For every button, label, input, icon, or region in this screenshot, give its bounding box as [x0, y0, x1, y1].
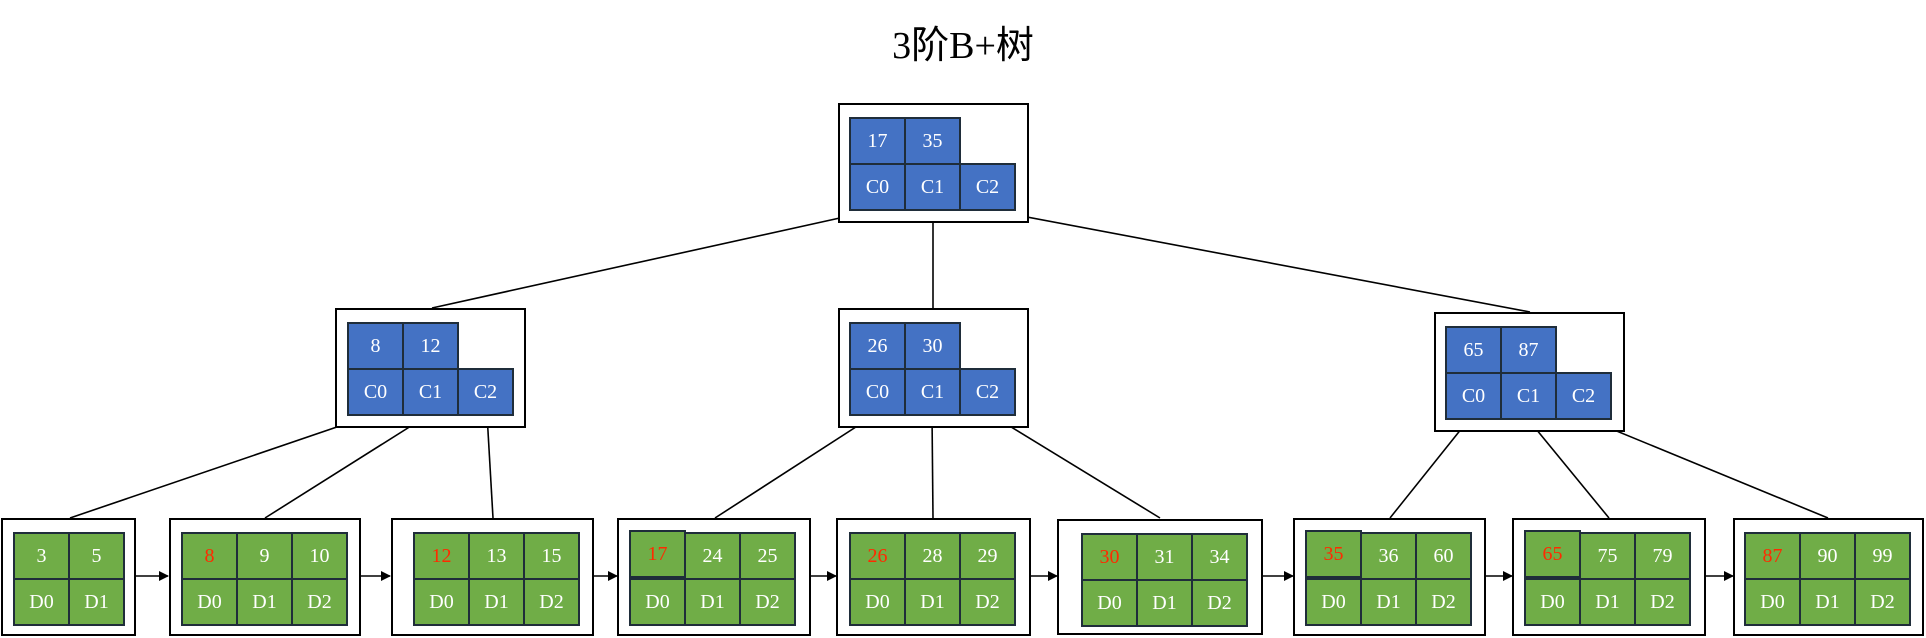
edge-n2-c1 [931, 413, 934, 519]
internal-key-1: 30 [904, 322, 961, 370]
leaf-data-0: D0 [13, 578, 70, 626]
leaf-key-2: 79 [1634, 532, 1691, 580]
root-node: 17 35 C0 C1 C2 [838, 103, 1029, 223]
leaf-key-0: 26 [849, 532, 906, 580]
internal-child-2: C2 [1555, 372, 1612, 420]
edge-n1-c2 [486, 413, 494, 519]
leaf-node: 17 24 25 D0 D1 D2 [617, 518, 811, 636]
internal-child-0: C0 [347, 368, 404, 416]
leaf-data-2: D2 [1854, 578, 1911, 626]
leaf-data-1: D1 [1579, 578, 1636, 626]
leaf-key-1: 36 [1360, 532, 1417, 580]
leaf-data-1: D1 [904, 578, 961, 626]
leaf-key-2: 29 [959, 532, 1016, 580]
leaf-node: 12 13 15 D0 D1 D2 [391, 518, 594, 636]
leaf-node: 35 36 60 D0 D1 D2 [1293, 518, 1486, 636]
leaf-data-1: D1 [68, 578, 125, 626]
internal-child-1: C1 [904, 368, 961, 416]
internal-key-1: 12 [402, 322, 459, 370]
internal-key-1: 87 [1500, 326, 1557, 374]
internal-node: 65 87 C0 C1 C2 [1434, 312, 1625, 432]
leaf-data-1: D1 [468, 578, 525, 626]
leaf-data-0: D0 [629, 578, 686, 626]
leaf-data-1: D1 [1136, 579, 1193, 627]
edge-root-c0 [431, 209, 877, 309]
leaf-data-2: D2 [1415, 578, 1472, 626]
internal-key-0: 26 [849, 322, 906, 370]
leaf-key-1: 75 [1579, 532, 1636, 580]
leaf-data-0: D0 [413, 578, 470, 626]
leaf-data-2: D2 [1634, 578, 1691, 626]
leaf-key-0: 8 [181, 532, 238, 580]
leaf-key-0: 17 [629, 530, 686, 578]
leaf-key-1: 28 [904, 532, 961, 580]
leaf-data-0: D0 [1524, 578, 1581, 626]
edge-n2-c2 [989, 413, 1161, 519]
leaf-data-0: D0 [181, 578, 238, 626]
leaf-node: 65 75 79 D0 D1 D2 [1512, 518, 1706, 636]
leaf-key-1: 90 [1799, 532, 1856, 580]
leaf-node: 87 90 99 D0 D1 D2 [1733, 518, 1924, 636]
leaf-data-2: D2 [959, 578, 1016, 626]
leaf-data-2: D2 [1191, 579, 1248, 627]
edge-n3-c2 [1584, 417, 1829, 519]
root-key-0: 17 [849, 117, 906, 165]
leaf-key-1: 24 [684, 532, 741, 580]
internal-child-2: C2 [457, 368, 514, 416]
edge-n3-c1 [1526, 417, 1610, 519]
leaf-key-1: 31 [1136, 533, 1193, 581]
leaf-data-1: D1 [684, 578, 741, 626]
edge-n3-c0 [1389, 417, 1471, 519]
leaf-data-2: D2 [523, 578, 580, 626]
leaf-key-2: 34 [1191, 533, 1248, 581]
root-child-0: C0 [849, 163, 906, 211]
leaf-key-2: 10 [291, 532, 348, 580]
leaf-key-0: 3 [13, 532, 70, 580]
leaf-node: 26 28 29 D0 D1 D2 [836, 518, 1031, 636]
edge-n1-c1 [264, 413, 431, 519]
leaf-data-1: D1 [236, 578, 293, 626]
internal-node: 8 12 C0 C1 C2 [335, 308, 526, 428]
leaf-data-0: D0 [1081, 579, 1138, 627]
root-child-1: C1 [904, 163, 961, 211]
internal-key-0: 65 [1445, 326, 1502, 374]
internal-child-2: C2 [959, 368, 1016, 416]
leaf-data-2: D2 [739, 578, 796, 626]
leaf-data-0: D0 [849, 578, 906, 626]
internal-child-1: C1 [402, 368, 459, 416]
leaf-key-2: 15 [523, 532, 580, 580]
leaf-key-2: 99 [1854, 532, 1911, 580]
leaf-key-0: 87 [1744, 532, 1801, 580]
leaf-key-2: 60 [1415, 532, 1472, 580]
leaf-key-2: 25 [739, 532, 796, 580]
root-key-1: 35 [904, 117, 961, 165]
leaf-key-0: 12 [413, 532, 470, 580]
edge-n1-c0 [69, 413, 376, 519]
leaf-data-0: D0 [1744, 578, 1801, 626]
internal-child-0: C0 [1445, 372, 1502, 420]
leaf-node: 3 5 D0 D1 [1, 518, 136, 636]
leaf-data-2: D2 [291, 578, 348, 626]
leaf-key-0: 35 [1305, 530, 1362, 578]
leaf-key-1: 13 [468, 532, 525, 580]
internal-child-1: C1 [1500, 372, 1557, 420]
leaf-data-0: D0 [1305, 578, 1362, 626]
leaf-data-1: D1 [1799, 578, 1856, 626]
internal-node: 26 30 C0 C1 C2 [838, 308, 1029, 428]
internal-child-0: C0 [849, 368, 906, 416]
diagram-title: 3阶B+树 [892, 25, 1034, 67]
internal-key-0: 8 [347, 322, 404, 370]
edge-root-c2 [989, 209, 1531, 313]
root-child-2: C2 [959, 163, 1016, 211]
edge-n2-c0 [714, 413, 877, 519]
leaf-key-0: 65 [1524, 530, 1581, 578]
leaf-node: 30 31 34 D0 D1 D2 [1057, 519, 1263, 635]
leaf-key-1: 5 [68, 532, 125, 580]
leaf-key-0: 30 [1081, 533, 1138, 581]
leaf-data-1: D1 [1360, 578, 1417, 626]
leaf-node: 8 9 10 D0 D1 D2 [169, 518, 361, 636]
leaf-key-1: 9 [236, 532, 293, 580]
